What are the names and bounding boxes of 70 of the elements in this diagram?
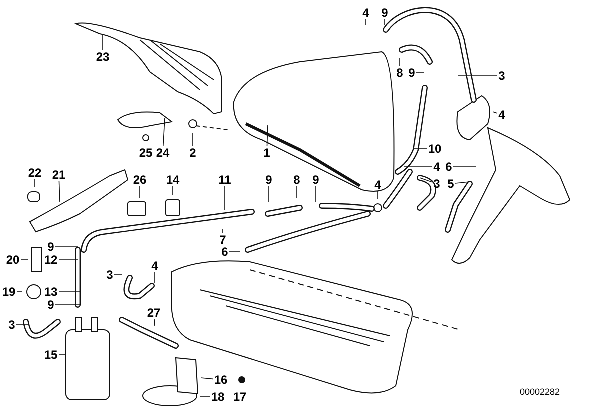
callout-number: 9: [264, 174, 274, 186]
leader-line: [16, 324, 28, 326]
callout-number: 19: [1, 286, 17, 298]
callout-number: 7: [218, 234, 228, 246]
callout-number: 3: [432, 178, 442, 190]
callout-number: 22: [27, 166, 43, 180]
leader-line: [222, 228, 224, 234]
callout-number: 9: [46, 240, 56, 254]
callout-number: 18: [210, 390, 226, 404]
callout-number: 4: [498, 108, 506, 122]
callout-number: 9: [408, 66, 416, 80]
callout-number: 23: [95, 50, 111, 64]
callout-number: 26: [132, 174, 148, 186]
callout-number: 3: [8, 318, 16, 332]
callout-number: 3: [106, 268, 114, 282]
leader-line: [192, 132, 194, 147]
callout-number: 4: [374, 178, 382, 192]
leader-line: [416, 72, 424, 74]
leader-line: [384, 19, 386, 26]
leader-line: [414, 148, 428, 150]
callout-number: 20: [5, 254, 21, 266]
leader-line: [154, 272, 156, 284]
callout-number: 10: [427, 142, 443, 156]
callout-number: 21: [51, 168, 67, 182]
drawing-number: 00002282: [520, 387, 560, 397]
callout-number: 15: [43, 348, 59, 362]
callout-number: 9: [380, 6, 390, 20]
callout-number: 14: [165, 174, 181, 186]
callout-number: 9: [46, 298, 56, 312]
leader-line: [58, 181, 60, 202]
callout-number: 5: [446, 178, 456, 190]
leader-line: [114, 274, 122, 276]
callout-number: 1: [262, 146, 272, 160]
callout-number: 9: [312, 174, 320, 186]
callout-number: 27: [146, 306, 162, 320]
callout-number: 2: [188, 146, 198, 160]
callout-number: 6: [444, 160, 454, 174]
leader-line: [266, 124, 268, 147]
leader-line: [55, 246, 78, 248]
callout-number: 4: [362, 6, 370, 20]
leader-line: [58, 354, 66, 356]
leader-line: [224, 186, 226, 210]
callout-number: 16: [213, 374, 229, 386]
callout-number: 3: [498, 70, 506, 82]
leader-line: [453, 166, 476, 168]
leader-line: [455, 182, 470, 184]
leader-line: [492, 112, 498, 114]
leader-line: [162, 118, 166, 147]
callout-number: 6: [220, 246, 230, 258]
callout-number: 25: [138, 146, 154, 160]
callout-number: 4: [432, 160, 442, 174]
leader-line: [102, 34, 104, 51]
callout-number: 13: [43, 286, 59, 298]
callout-number: 24: [155, 146, 171, 160]
callout-number: 8: [292, 174, 302, 186]
callout-number: 4: [150, 260, 160, 272]
callout-number: 11: [217, 174, 233, 186]
leader-line: [268, 186, 270, 202]
callout-number: 8: [396, 66, 404, 80]
leader-line: [296, 186, 298, 198]
leader-line: [404, 166, 433, 168]
leader-line: [200, 396, 210, 398]
leader-line: [154, 319, 156, 326]
leader-line: [172, 186, 174, 196]
leader-line: [420, 178, 433, 183]
callout-number: 17: [232, 390, 248, 404]
leader-line: [34, 179, 36, 188]
callout-number: 12: [43, 254, 59, 266]
leader-line: [55, 304, 80, 306]
leader-line: [200, 378, 214, 380]
